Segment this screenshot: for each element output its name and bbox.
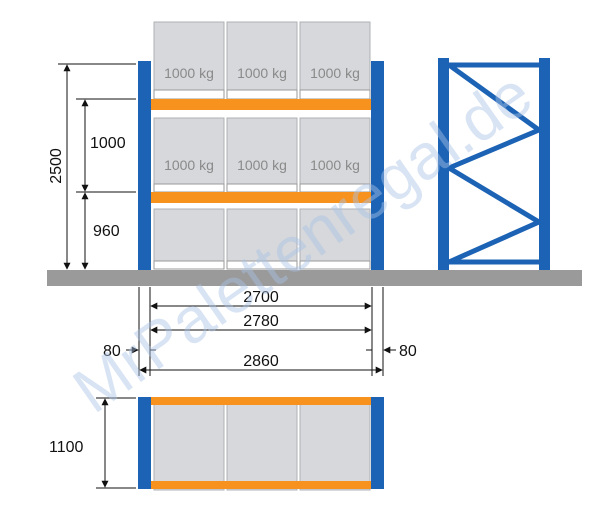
frame-upright-back: [539, 58, 550, 270]
width-dimensions: [126, 287, 396, 376]
load-box: [226, 117, 298, 185]
upright-right: [371, 61, 384, 270]
load-label: 1000 kg: [164, 157, 214, 173]
pallet: [153, 183, 225, 193]
floor: [47, 270, 582, 286]
top-load-box: [226, 397, 298, 491]
top-beam-front: [150, 397, 372, 405]
dim-total-height: 2500: [48, 148, 65, 184]
pallet: [153, 260, 225, 270]
pallet: [226, 183, 298, 193]
beam-upper: [150, 99, 372, 110]
dim-upper-level: 1000: [90, 135, 126, 152]
dim-inner-width: 2780: [243, 313, 279, 330]
upright-left: [138, 61, 151, 270]
load-box: [153, 208, 225, 262]
dim-upright-right: 80: [399, 343, 417, 360]
load-label: 1000 kg: [237, 157, 287, 173]
top-upright-right: [371, 397, 384, 489]
pallet: [299, 260, 371, 270]
middle-level-loads: 1000 kg 1000 kg 1000 kg: [153, 117, 371, 193]
depth-dimension: [96, 397, 136, 489]
load-box: [153, 117, 225, 185]
load-label: 1000 kg: [237, 65, 287, 81]
load-label: 1000 kg: [164, 65, 214, 81]
top-view: [138, 397, 384, 491]
top-load-box: [299, 397, 371, 491]
load-box: [299, 208, 371, 262]
floor-level-loads: [153, 208, 371, 270]
frame-upright-front: [438, 58, 449, 270]
dim-lower-level: 960: [93, 223, 120, 240]
upper-level-loads: 1000 kg 1000 kg 1000 kg: [153, 21, 371, 100]
load-label: 1000 kg: [310, 157, 360, 173]
pallet: [226, 260, 298, 270]
top-beam-back: [150, 481, 372, 489]
load-box: [299, 21, 371, 91]
watermark: MrPalettenregal.de: [60, 57, 544, 426]
pallet: [226, 89, 298, 100]
dim-depth: 1100: [49, 439, 84, 456]
beam-lower: [150, 192, 372, 203]
front-view: 1000 kg 1000 kg 1000 kg 1000 kg 1000 kg …: [47, 21, 582, 286]
dim-outer-width: 2860: [243, 353, 279, 370]
load-box: [226, 21, 298, 91]
frame-bracing: [447, 62, 541, 265]
load-box: [299, 117, 371, 185]
dim-upright-left: 80: [103, 343, 121, 360]
load-label: 1000 kg: [310, 65, 360, 81]
top-upright-left: [138, 397, 151, 489]
side-frame-view: [438, 58, 550, 270]
load-box: [226, 208, 298, 262]
load-box: [153, 21, 225, 91]
pallet: [299, 89, 371, 100]
top-load-box: [153, 397, 225, 491]
height-dimensions: [58, 63, 136, 270]
dim-beam-length: 2700: [243, 289, 279, 306]
pallet: [153, 89, 225, 100]
